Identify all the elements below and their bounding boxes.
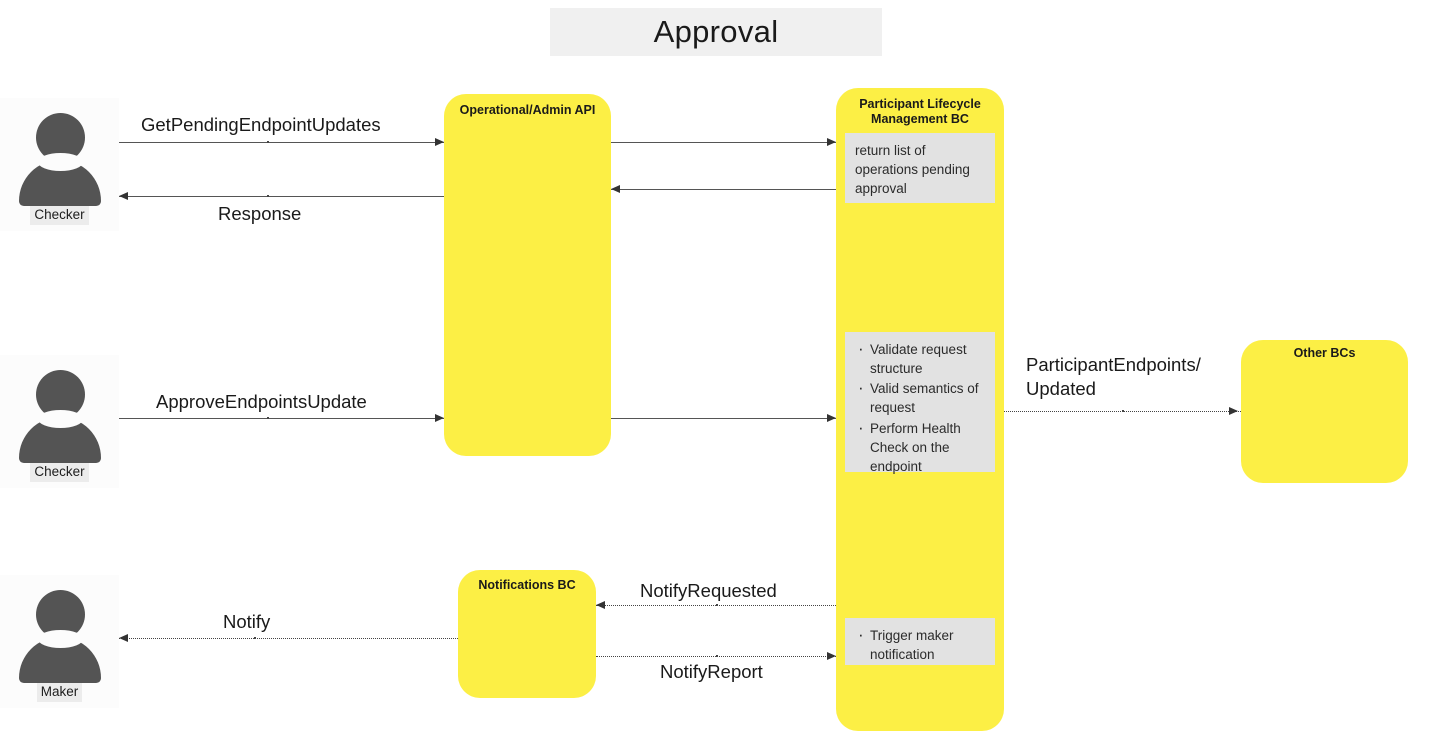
arrow-head-left bbox=[119, 634, 128, 642]
msg-get-pending-endpoint-updates-label: GetPendingEndpointUpdates bbox=[141, 114, 381, 135]
participant-other-bcs-label: Other BCs bbox=[1293, 346, 1356, 360]
participant-lifecycle-management-bc-label: Participant Lifecycle Management BC bbox=[859, 97, 981, 127]
arrow-head-right bbox=[827, 652, 836, 660]
person-icon bbox=[16, 586, 104, 683]
participant-notifications-bc-label: Notifications BC bbox=[478, 578, 576, 592]
msg-get-pending-endpoint-updates-line bbox=[119, 142, 444, 143]
list-item: Perform Health Check on the endpoint bbox=[855, 418, 985, 476]
participant-notifications-bc[interactable]: Notifications BC bbox=[458, 570, 596, 698]
list-item: Valid semantics of request bbox=[855, 378, 985, 417]
msg-midpoint-dot bbox=[716, 655, 718, 657]
arrow-head-right bbox=[1229, 407, 1238, 415]
msg-notify-report-label: NotifyReport bbox=[660, 661, 763, 682]
actor-checker-top[interactable]: Checker bbox=[0, 98, 119, 232]
msg-response-label: Response bbox=[218, 203, 302, 224]
actor-checker-middle-label: Checker bbox=[30, 463, 89, 483]
msg-midpoint-dot bbox=[267, 195, 269, 197]
msg-approve-forward-line bbox=[611, 418, 836, 419]
arrow-head-right bbox=[827, 414, 836, 422]
note-return-list: return list of operations pending approv… bbox=[845, 133, 995, 203]
note-validation-steps: Validate request structure Valid semanti… bbox=[845, 332, 995, 474]
msg-response-return-line bbox=[611, 189, 836, 190]
msg-approve-endpoints-update-label: ApproveEndpointsUpdate bbox=[156, 391, 367, 412]
person-icon bbox=[16, 366, 104, 463]
msg-get-pending-forward-line bbox=[611, 142, 836, 143]
arrow-head-right bbox=[435, 138, 444, 146]
arrow-head-right bbox=[435, 414, 444, 422]
msg-participant-endpoints-updated-label: ParticipantEndpoints/ Updated bbox=[1026, 354, 1201, 400]
participant-other-bcs[interactable]: Other BCs bbox=[1241, 340, 1408, 483]
page-title: Approval bbox=[653, 14, 779, 49]
msg-approve-endpoints-update-line bbox=[119, 418, 444, 419]
list-item: Validate request structure bbox=[855, 339, 985, 378]
actor-maker-label: Maker bbox=[36, 683, 83, 703]
msg-midpoint-dot bbox=[267, 141, 269, 143]
arrow-head-left bbox=[611, 185, 620, 193]
arrow-head-right bbox=[827, 138, 836, 146]
list-item: Trigger maker notification bbox=[855, 625, 985, 664]
actor-checker-top-label: Checker bbox=[30, 206, 89, 226]
msg-midpoint-dot bbox=[1122, 410, 1124, 412]
msg-midpoint-dot bbox=[716, 604, 718, 606]
person-icon bbox=[16, 109, 104, 206]
msg-notify-label: Notify bbox=[223, 611, 271, 632]
actor-checker-middle[interactable]: Checker bbox=[0, 355, 119, 489]
msg-response-line bbox=[119, 196, 444, 197]
msg-notify-requested-label: NotifyRequested bbox=[640, 580, 777, 601]
arrow-head-left bbox=[596, 601, 605, 609]
participant-operational-admin-api[interactable]: Operational/Admin API bbox=[444, 94, 611, 456]
note-return-list-text: return list of operations pending approv… bbox=[855, 143, 970, 197]
msg-notify-line bbox=[119, 638, 458, 639]
participant-operational-admin-api-label: Operational/Admin API bbox=[459, 103, 596, 117]
diagram-title-band: Approval bbox=[550, 8, 882, 56]
actor-maker[interactable]: Maker bbox=[0, 575, 119, 709]
msg-midpoint-dot bbox=[267, 417, 269, 419]
arrow-head-left bbox=[119, 192, 128, 200]
note-trigger-maker: Trigger maker notification bbox=[845, 618, 995, 665]
msg-midpoint-dot bbox=[254, 637, 256, 639]
